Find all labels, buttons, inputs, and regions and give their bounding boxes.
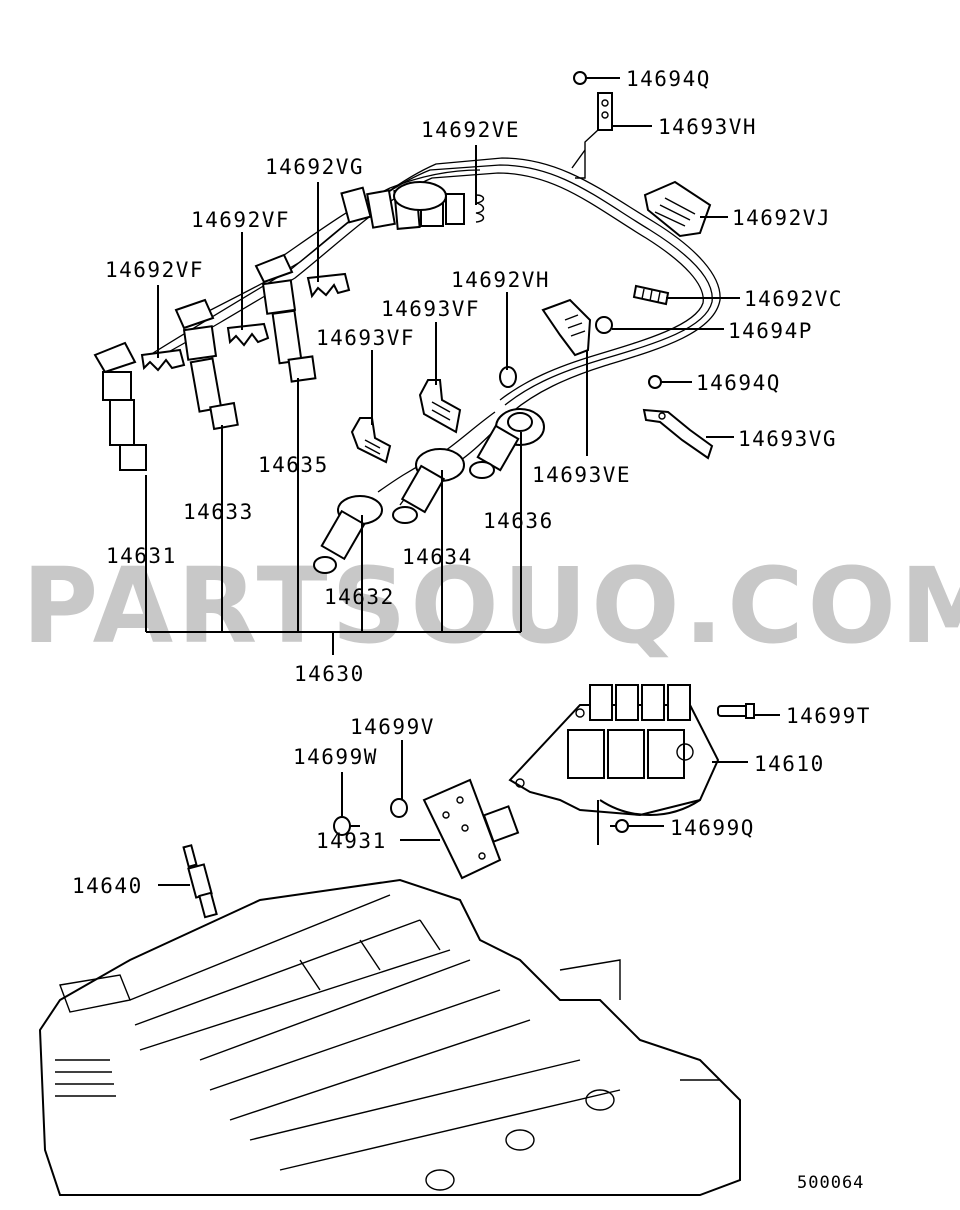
watermark: PARTSOUQ.COM [22,545,960,667]
label-14636: 14636 [483,509,554,533]
figure-reference: 500064 [797,1173,864,1193]
bracket-14693VH [571,92,613,179]
label-14694Q-top: 14694Q [626,67,711,91]
label-14630: 14630 [294,662,365,686]
bolt-14699T [717,703,755,719]
label-14692VF-upper: 14692VF [191,208,290,232]
label-14693VH: 14693VH [658,115,757,139]
bolt-14694Q-right [648,375,672,389]
label-14693VF-right: 14693VF [381,297,480,321]
leader-lines [145,77,780,886]
bolt-14699Q [610,819,629,833]
label-14693VF-left: 14693VF [316,326,415,350]
label-14692VG: 14692VG [265,155,364,179]
label-14610: 14610 [754,752,825,776]
label-14699V: 14699V [350,715,435,739]
part-labels: 14694Q 14693VH 14692VE 14692VJ 14692VG 1… [72,67,871,898]
engine-outline [38,878,741,1196]
screw-14699V [390,798,408,818]
label-14694Q-right: 14694Q [696,371,781,395]
label-14692VE: 14692VE [421,118,520,142]
label-14692VF-lower: 14692VF [105,258,204,282]
label-14692VH: 14692VH [451,268,550,292]
label-14699T: 14699T [786,704,871,728]
bolt-14694P [595,316,613,334]
bracket-14692VJ [643,180,712,238]
plug-boot-14631 [93,341,147,471]
label-14632: 14632 [324,585,395,609]
plug-boot-14632 [313,495,383,574]
plug-boot-14634 [392,448,465,524]
bracket-14693VF-right [418,379,462,434]
plug-boot-14636 [469,408,545,479]
ignition-coil-14610 [508,684,720,817]
label-14692VJ: 14692VJ [732,206,831,230]
label-14693VE: 14693VE [532,463,631,487]
ignitor-module-14931 [422,778,520,880]
label-14693VG: 14693VG [738,427,837,451]
bracket-14692VH-clip [541,298,592,357]
label-14931: 14931 [316,829,387,853]
label-14699W: 14699W [293,745,378,769]
cable-cap-cluster [340,181,465,230]
bracket-14693VG [642,408,714,460]
label-14640: 14640 [72,874,143,898]
spark-plug-14640 [182,844,218,919]
plug-boot-14635 [254,253,317,383]
bolt-14694Q-top [573,71,598,85]
clamp-14692VG [306,272,351,299]
label-14692VC: 14692VC [744,287,843,311]
clamp-14692VF-lower [140,348,186,372]
label-14699Q: 14699Q [670,816,755,840]
clamp-14692VC [632,284,670,306]
label-14631: 14631 [106,544,177,568]
plug-boot-14633 [174,298,239,431]
clamp-14692VE [475,194,485,223]
clamp-14692VF-upper [226,322,270,347]
label-14694P: 14694P [728,319,813,343]
label-14633: 14633 [183,500,254,524]
label-14634: 14634 [402,545,473,569]
label-14635: 14635 [258,453,329,477]
